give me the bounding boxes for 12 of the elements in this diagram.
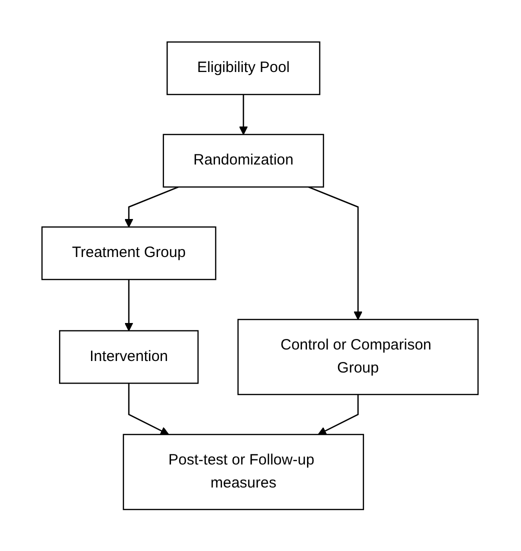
arrow — [240, 94, 248, 135]
arrow — [128, 383, 170, 435]
node-box: Control or Comparison Group — [238, 318, 480, 395]
node-box: Eligibility Pool — [167, 41, 321, 95]
arrow — [308, 186, 363, 320]
node-box: Treatment Group — [42, 226, 217, 280]
node-box: Randomization — [163, 134, 325, 188]
arrow — [318, 394, 360, 435]
arrow — [124, 279, 134, 331]
arrow — [124, 186, 180, 228]
node-box: Post-test or Follow-up measures — [123, 434, 365, 510]
node-box: Intervention — [60, 330, 200, 384]
